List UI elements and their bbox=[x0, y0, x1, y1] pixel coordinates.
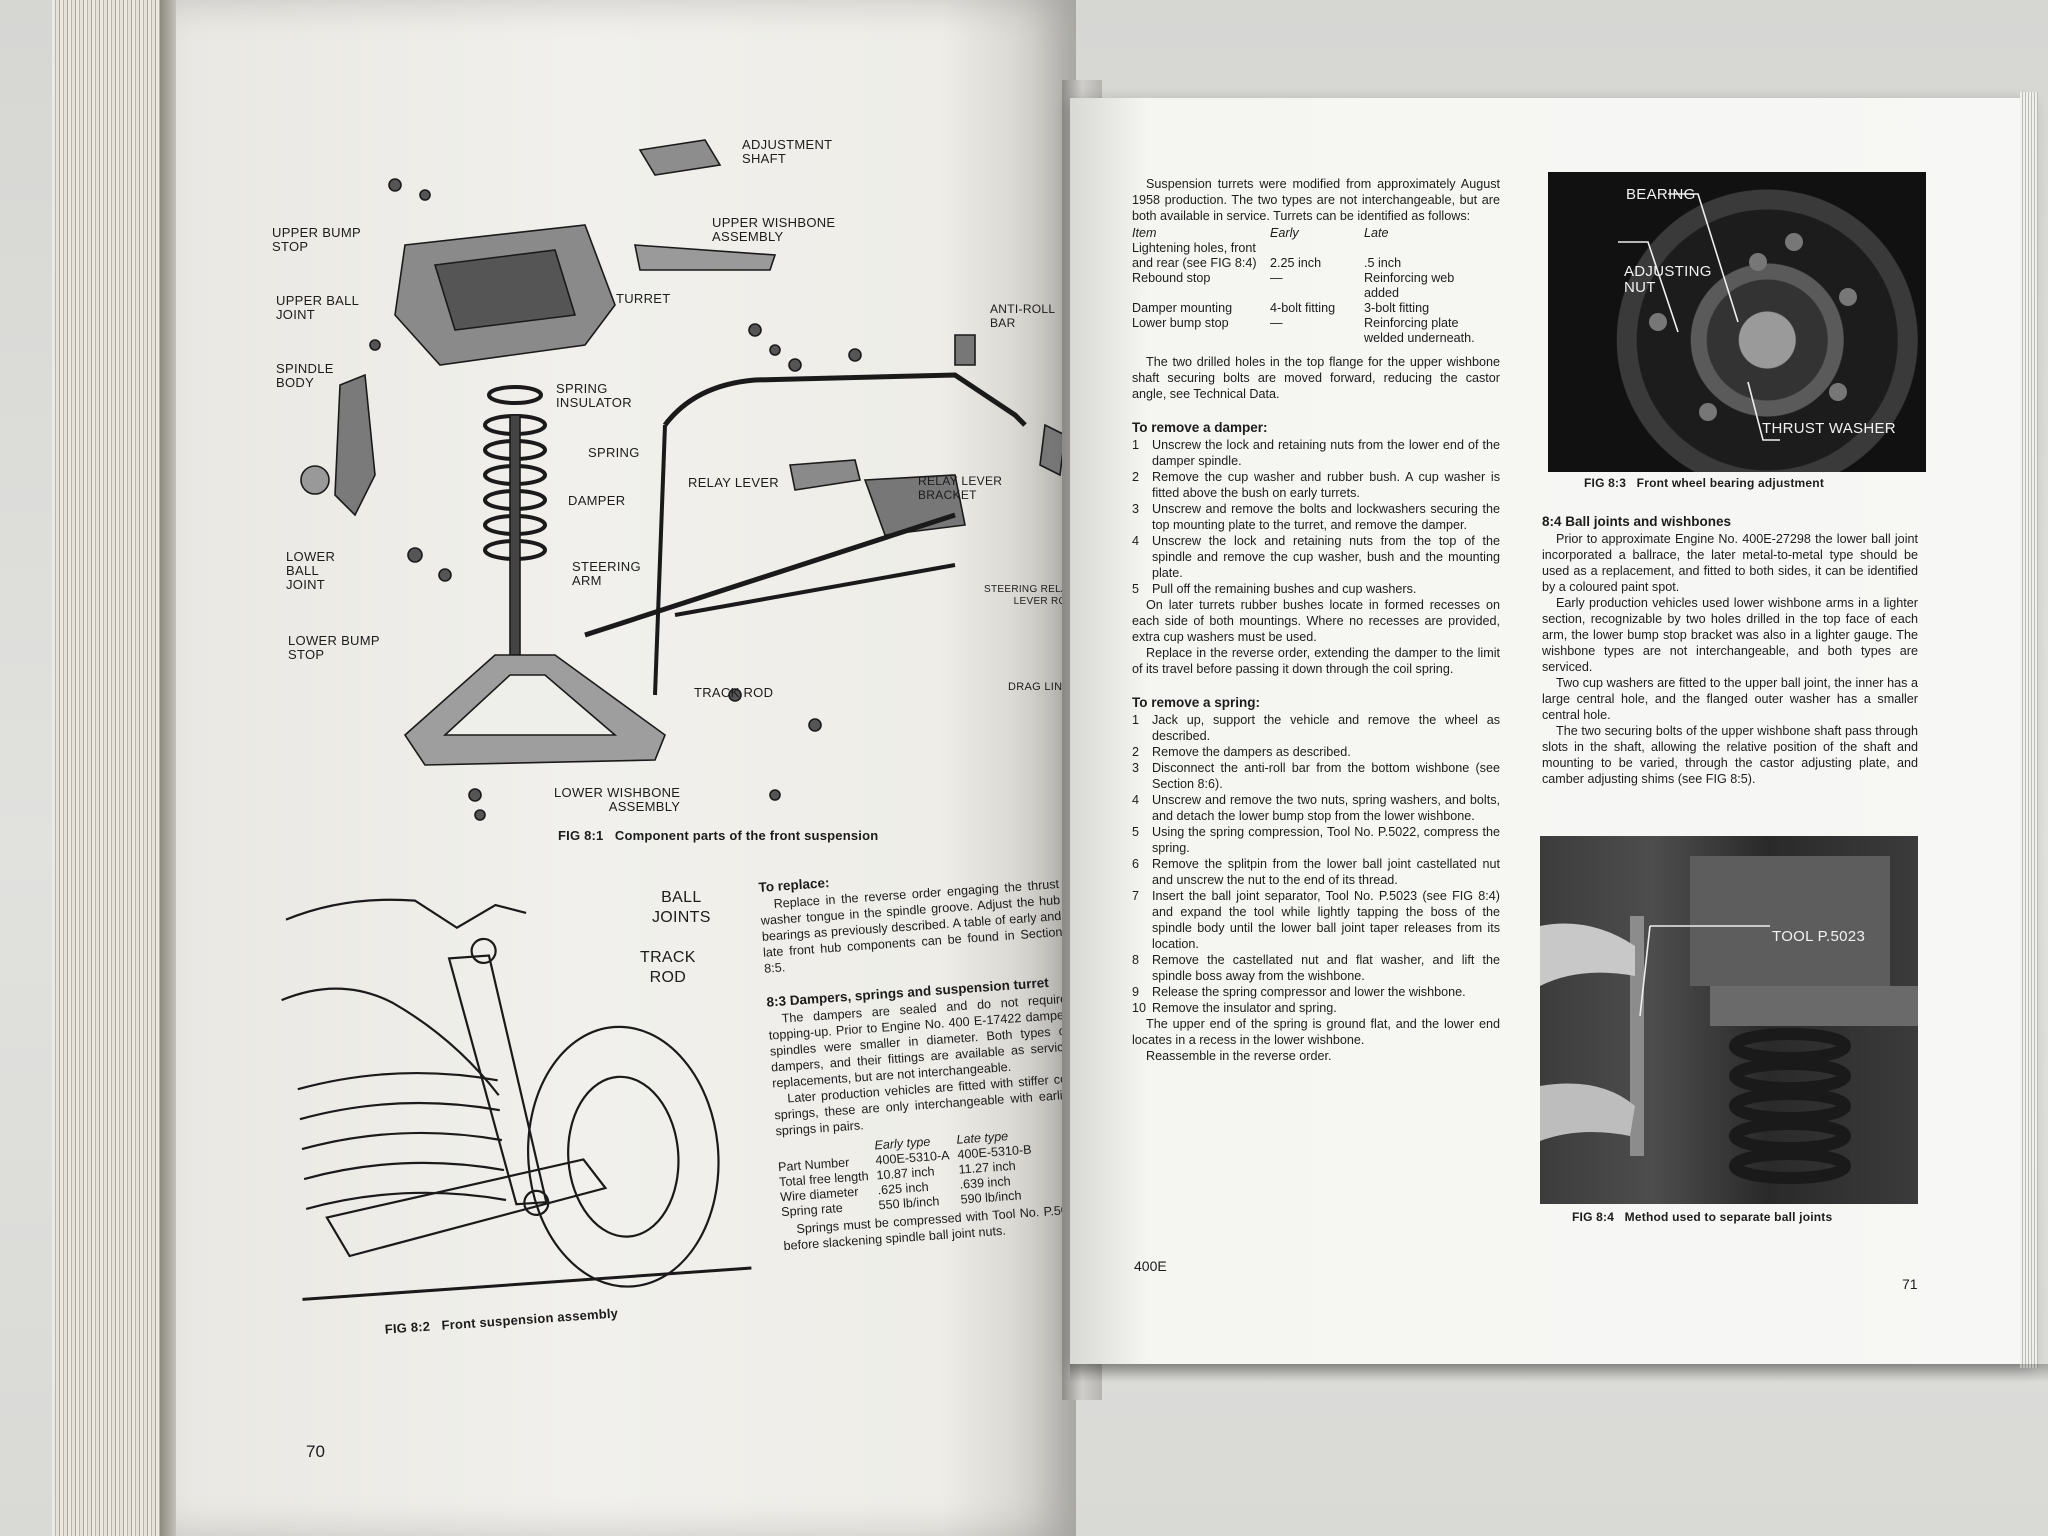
label-upper-ball-joint: UPPER BALL JOINT bbox=[276, 293, 360, 322]
label-ball-joints: BALL JOINTS bbox=[652, 889, 711, 926]
spindle-body-part bbox=[334, 373, 376, 517]
lower-arm bbox=[325, 1158, 608, 1258]
section-8-4-p4: The two securing bolts of the upper wish… bbox=[1542, 724, 1918, 786]
section-8-4-p3: Two cup washers are fitted to the upper … bbox=[1542, 676, 1918, 722]
fig-8-3-photo-wheel-hub: BEARING ADJUSTING NUT THRUST WASHER bbox=[1548, 172, 1926, 472]
upper-wishbone-part bbox=[634, 244, 777, 271]
right-page-number: 71 bbox=[1902, 1276, 1918, 1292]
brake-drum bbox=[527, 1025, 720, 1288]
spindle bbox=[447, 954, 548, 1206]
section-8-4-p2: Early production vehicles used lower wis… bbox=[1542, 596, 1918, 674]
left-page bbox=[176, 0, 1076, 1536]
fig-8-1-exploded-suspension-diagram bbox=[300, 139, 1066, 821]
remove-spring-p2: Reassemble in the reverse order. bbox=[1146, 1049, 1332, 1063]
section-8-4-p1: Prior to approximate Engine No. 400E-272… bbox=[1542, 532, 1918, 594]
remove-damper-heading: To remove a damper: bbox=[1132, 420, 1268, 435]
label-lower-wishbone-assembly: LOWER WISHBONE ASSEMBLY bbox=[554, 785, 681, 814]
label-turret: TURRET bbox=[616, 291, 671, 306]
label-lower-bump-stop: LOWER BUMP STOP bbox=[288, 633, 380, 662]
left-text-column: To replace: Replace in the reverse order… bbox=[758, 859, 1083, 1254]
label-steering-relay-lever-rod: STEERING RELAY LEVER ROD bbox=[984, 584, 1075, 607]
remove-damper-p1: On later turrets rubber bushes locate in… bbox=[1132, 598, 1500, 644]
fig-8-3-caption: FIG 8:3 Front wheel bearing adjustment bbox=[1584, 476, 1825, 490]
label-bearing: BEARING bbox=[1626, 186, 1696, 203]
label-anti-roll-bar: ANTI-ROLL BAR bbox=[990, 302, 1056, 330]
fig-8-1-caption: FIG 8:1 Component parts of the front sus… bbox=[558, 828, 879, 843]
turret-intro: Suspension turrets were modified from ap… bbox=[1132, 177, 1500, 223]
right-page-footer-model: 400E bbox=[1134, 1258, 1167, 1274]
label-damper: DAMPER bbox=[568, 493, 626, 508]
label-fig2-track-rod: TRACK ROD bbox=[640, 949, 696, 986]
table-header-row: Item Early Late bbox=[1132, 226, 1389, 240]
label-drag-link: DRAG LINK bbox=[1008, 681, 1070, 693]
right-text-column-2: 8:4 Ball joints and wishbones Prior to a… bbox=[1542, 514, 1918, 787]
label-spring-insulator: SPRING INSULATOR bbox=[556, 381, 632, 410]
label-spring: SPRING bbox=[588, 445, 640, 460]
label-adjustment-shaft: ADJUSTMENT SHAFT bbox=[742, 137, 833, 166]
right-page-edges bbox=[2020, 92, 2038, 1368]
label-relay-lever-bracket: RELAY LEVER BRACKET bbox=[918, 474, 1003, 502]
label-upper-wishbone-assembly: UPPER WISHBONE ASSEMBLY bbox=[712, 215, 836, 244]
label-thrust-washer: THRUST WASHER bbox=[1762, 420, 1896, 437]
remove-damper-p2: Replace in the reverse order, extending … bbox=[1132, 646, 1500, 676]
drag-link-part bbox=[674, 563, 956, 617]
remove-spring-heading: To remove a spring: bbox=[1132, 695, 1261, 710]
page-edge-stack bbox=[52, 0, 172, 1536]
fig-8-3-leader-lines bbox=[1618, 193, 1857, 441]
label-relay-lever: RELAY LEVER bbox=[688, 475, 779, 490]
fig-8-2-front-suspension-drawing bbox=[281, 898, 752, 1301]
coil-spring bbox=[297, 1071, 507, 1211]
label-upper-bump-stop: UPPER BUMP STOP bbox=[272, 225, 361, 254]
label-tool-p5023: TOOL P.5023 bbox=[1772, 928, 1866, 945]
turret-table: Item Early Late Lightening holes, front … bbox=[1132, 226, 1500, 346]
anti-roll-bar-part bbox=[663, 372, 1027, 427]
remove-spring-p1: The upper end of the spring is ground fl… bbox=[1132, 1017, 1500, 1047]
section-8-4-heading: 8:4 Ball joints and wishbones bbox=[1542, 514, 1732, 529]
table-row: Damper mounting 4-bolt fitting 3-bolt fi… bbox=[1132, 301, 1430, 315]
left-page-number: 70 bbox=[306, 1442, 325, 1461]
track-rod-part bbox=[584, 512, 956, 638]
page-bottom-shadow bbox=[1070, 1364, 2048, 1382]
label-adjusting-nut: ADJUSTING NUT bbox=[1624, 263, 1712, 296]
table-row: Rebound stop — Reinforcing web added bbox=[1132, 271, 1455, 300]
fig-8-2-group: FIG 8:2 Front suspension assembly bbox=[263, 848, 765, 1350]
label-steering-arm: STEERING ARM bbox=[572, 559, 641, 588]
fig-8-4-shapes bbox=[1540, 856, 1918, 1184]
table-row: Lower bump stop — Reinforcing plate weld… bbox=[1132, 316, 1475, 345]
table-row: Lightening holes, front and rear (see FI… bbox=[1132, 241, 1402, 270]
relay-lever-part bbox=[789, 459, 861, 491]
right-text-column-1: Suspension turrets were modified from ap… bbox=[1132, 176, 1500, 1064]
label-track-rod: TRACK ROD bbox=[694, 685, 774, 700]
label-lower-ball-joint: LOWER BALL JOINT bbox=[286, 549, 336, 592]
label-spindle-body: SPINDLE BODY bbox=[276, 361, 334, 390]
drilled-holes-text: The two drilled holes in the top flange … bbox=[1132, 355, 1500, 401]
damper-part bbox=[509, 414, 521, 656]
fig-8-4-photo-ball-joint-tool: TOOL P.5023 bbox=[1540, 836, 1918, 1204]
fig-8-4-caption: FIG 8:4 Method used to separate ball joi… bbox=[1572, 1210, 1833, 1224]
